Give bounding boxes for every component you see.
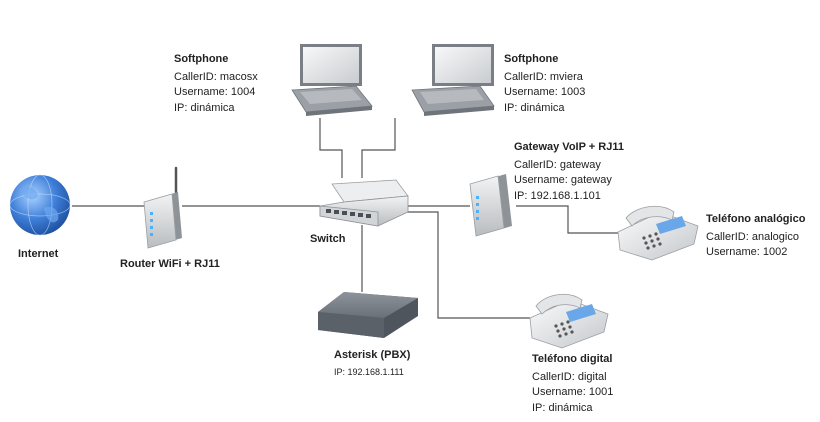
- laptop-right-icon: [411, 44, 495, 116]
- link-switch-softphone-left: [319, 118, 343, 178]
- gateway-callerid: CallerID: gateway: [514, 158, 601, 171]
- internet-title: Internet: [18, 248, 59, 260]
- laptop-left-icon: [291, 44, 373, 116]
- telefono-analogico-title: Teléfono analógico: [706, 213, 806, 225]
- softphone-left-username: Username: 1004: [174, 86, 256, 98]
- globe-icon: [9, 174, 71, 236]
- asterisk-label: Asterisk (PBX) IP: 192.168.1.111: [334, 348, 410, 378]
- softphone-right-callerid: CallerID: mviera: [504, 70, 583, 83]
- softphone-right-label: Softphone CallerID: mviera Username: 100…: [504, 52, 585, 116]
- telefono-analogico-callerid: CallerID: analogico: [706, 230, 799, 243]
- gateway-icon: [469, 174, 512, 237]
- router-label: Router WiFi + RJ11: [120, 257, 220, 275]
- telefono-digital-label: Teléfono digital CallerID: digital Usern…: [532, 352, 613, 416]
- router-title: Router WiFi + RJ11: [120, 258, 220, 270]
- softphone-left-label: Softphone CallerID: macosx Username: 100…: [174, 52, 258, 116]
- softphone-left-ip: IP: dinámica: [174, 101, 235, 114]
- softphone-left-title: Softphone: [174, 53, 229, 65]
- digital-phone-icon: [529, 293, 609, 349]
- switch-title: Switch: [310, 233, 346, 245]
- pbx-server-icon: [318, 292, 418, 338]
- telefono-analogico-label: Teléfono analógico CallerID: analogico U…: [706, 212, 805, 261]
- internet-label: Internet: [18, 247, 58, 265]
- gateway-label: Gateway VoIP + RJ11 CallerID: gateway Us…: [514, 140, 624, 204]
- softphone-left-callerid: CallerID: macosx: [174, 70, 258, 83]
- link-switch-softphone-right: [361, 118, 396, 178]
- switch-icon: [319, 179, 409, 227]
- softphone-right-title: Softphone: [504, 53, 559, 65]
- telefono-digital-callerid: CallerID: digital: [532, 370, 607, 383]
- asterisk-ip: IP: 192.168.1.111: [334, 366, 404, 377]
- softphone-right-ip: IP: dinámica: [504, 101, 565, 114]
- gateway-title: Gateway VoIP + RJ11: [514, 141, 624, 153]
- link-gateway-analog-phone: [516, 205, 620, 234]
- connection-lines: [72, 118, 620, 319]
- telefono-analogico-username: Username: 1002: [706, 246, 788, 258]
- telefono-digital-ip: IP: dinámica: [532, 401, 593, 414]
- router-icon: [143, 166, 182, 249]
- link-switch-digital-phone: [392, 211, 530, 319]
- gateway-ip: IP: 192.168.1.101: [514, 189, 601, 202]
- telefono-digital-title: Teléfono digital: [532, 353, 613, 365]
- telefono-digital-username: Username: 1001: [532, 386, 614, 398]
- asterisk-title: Asterisk (PBX): [334, 349, 411, 361]
- switch-label: Switch: [310, 232, 345, 250]
- softphone-right-username: Username: 1003: [504, 86, 586, 98]
- gateway-username: Username: gateway: [514, 174, 612, 186]
- analog-phone-icon: [617, 205, 699, 261]
